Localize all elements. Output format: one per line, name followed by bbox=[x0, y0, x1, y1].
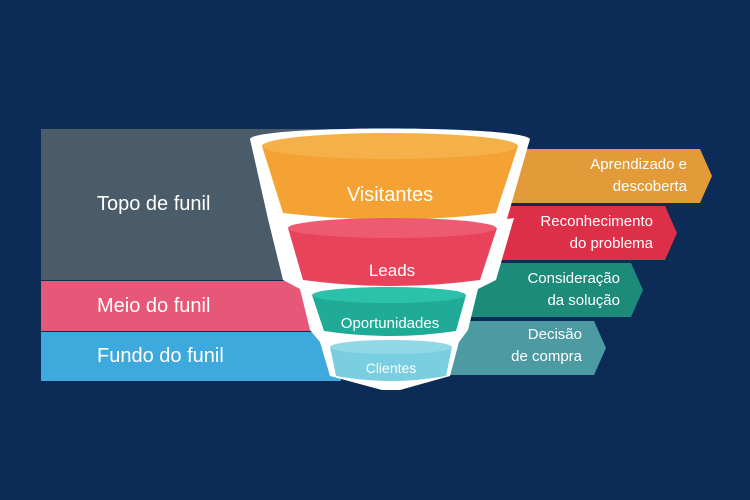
step-label-3-line2: da solução bbox=[547, 292, 620, 309]
step-label-1-line2: descoberta bbox=[612, 178, 687, 195]
step-label-2-line2: do problema bbox=[569, 235, 653, 252]
step-arrow-4 bbox=[445, 321, 606, 375]
step-label-2: Reconhecimento do problema bbox=[540, 211, 653, 255]
stage-oportunidades-body bbox=[312, 295, 466, 336]
step-arrow-1 bbox=[505, 149, 712, 203]
stage-visitantes-body bbox=[262, 146, 518, 220]
stage-leads-body bbox=[288, 228, 497, 286]
stage-oportunidades-top bbox=[312, 287, 466, 303]
stage-clientes-body bbox=[330, 347, 452, 381]
stage-clientes-top bbox=[330, 340, 452, 354]
step-label-4: Decisão de compra bbox=[511, 324, 582, 368]
band-bottom-funnel: Fundo do funil bbox=[41, 332, 341, 381]
stage-leads-top bbox=[288, 218, 496, 238]
band-top-label: Topo de funil bbox=[97, 193, 211, 215]
stage-label-clientes: Clientes bbox=[365, 360, 417, 376]
stage-label-oportunidades: Oportunidades bbox=[340, 315, 440, 332]
step-arrow-2 bbox=[480, 206, 677, 260]
step-label-3-line1: Consideração bbox=[527, 270, 620, 287]
step-label-1: Aprendizado e descoberta bbox=[590, 154, 687, 198]
band-middle-funnel: Meio do funil bbox=[41, 281, 341, 331]
step-label-3: Consideração da solução bbox=[527, 268, 620, 312]
step-label-4-line2: de compra bbox=[511, 348, 582, 365]
step-label-2-line1: Reconhecimento bbox=[540, 213, 653, 230]
stage-visitantes-top bbox=[262, 133, 518, 159]
stage-label-leads: Leads bbox=[368, 261, 416, 280]
step-label-1-line1: Aprendizado e bbox=[590, 156, 687, 173]
band-middle-label: Meio do funil bbox=[97, 294, 211, 317]
band-bottom-label: Fundo do funil bbox=[97, 345, 224, 367]
step-arrow-3 bbox=[465, 263, 643, 317]
stage-label-visitantes: Visitantes bbox=[346, 184, 434, 206]
step-label-4-line1: Decisão bbox=[527, 326, 582, 343]
